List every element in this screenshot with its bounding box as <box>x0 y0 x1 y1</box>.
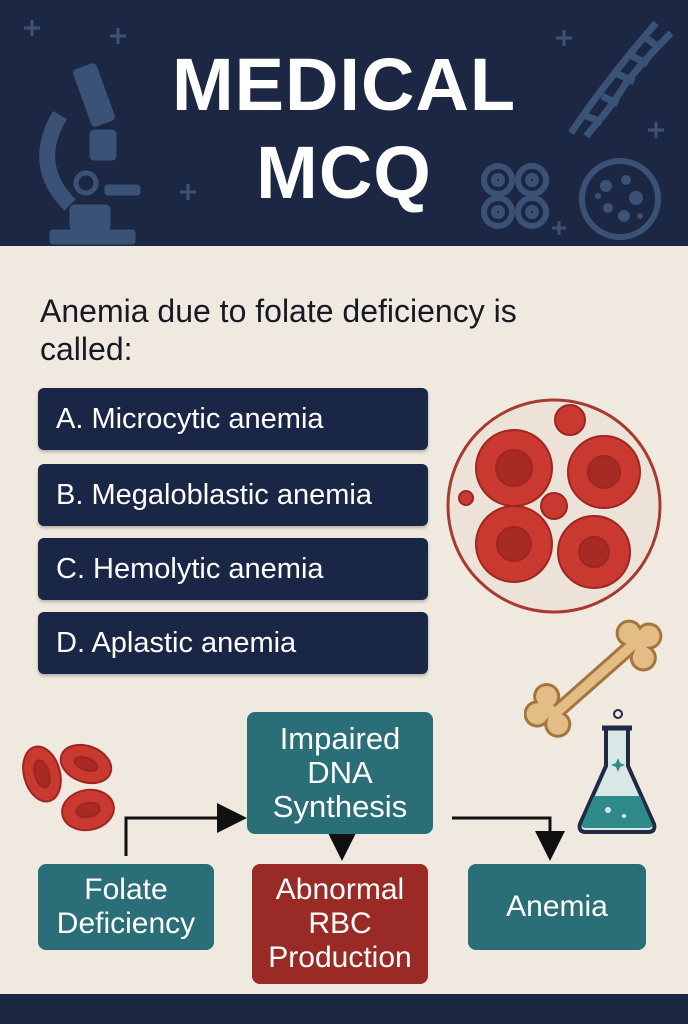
blood-cells-icon <box>481 163 549 229</box>
microscope-icon <box>39 63 141 245</box>
flask-icon <box>577 709 657 834</box>
header-banner: MEDICAL MCQ <box>0 0 688 246</box>
flow-label: Synthesis <box>272 789 408 824</box>
flow-box-impaired-dna: Impaired DNA Synthesis <box>247 712 433 834</box>
petri-dish-icon <box>579 158 661 240</box>
flow-label: DNA <box>307 755 373 790</box>
page-title: MEDICAL <box>171 43 517 126</box>
option-c-button[interactable]: C. Hemolytic anemia <box>38 538 428 600</box>
dna-icon <box>568 20 674 138</box>
option-d-button[interactable]: D. Aplastic anemia <box>38 612 428 674</box>
question-text: Anemia due to folate deficiency is calle… <box>40 293 517 367</box>
flow-box-folate-deficiency: Folate Deficiency <box>38 864 214 950</box>
flow-box-anemia: Anemia <box>468 864 646 950</box>
option-a-button[interactable]: A. Microcytic anemia <box>38 388 428 450</box>
blood-smear-icon <box>446 398 662 614</box>
flow-label: Production <box>268 941 412 974</box>
flow-box-abnormal-rbc: Abnormal RBC Production <box>252 864 428 984</box>
bone-icon <box>524 619 663 738</box>
flow-label: Abnormal <box>275 873 405 906</box>
flow-label: RBC <box>308 907 372 940</box>
flow-label: Anemia <box>506 890 608 923</box>
flow-label: Folate <box>84 873 168 906</box>
option-b-button[interactable]: B. Megaloblastic anemia <box>38 464 428 526</box>
flow-label: Deficiency <box>56 907 196 940</box>
flow-label: Impaired <box>279 721 401 756</box>
page-subtitle: MCQ <box>256 131 432 214</box>
sparkle-icon <box>24 20 664 235</box>
red-blood-cells-icon <box>22 743 115 832</box>
footer-bar <box>0 994 688 1024</box>
